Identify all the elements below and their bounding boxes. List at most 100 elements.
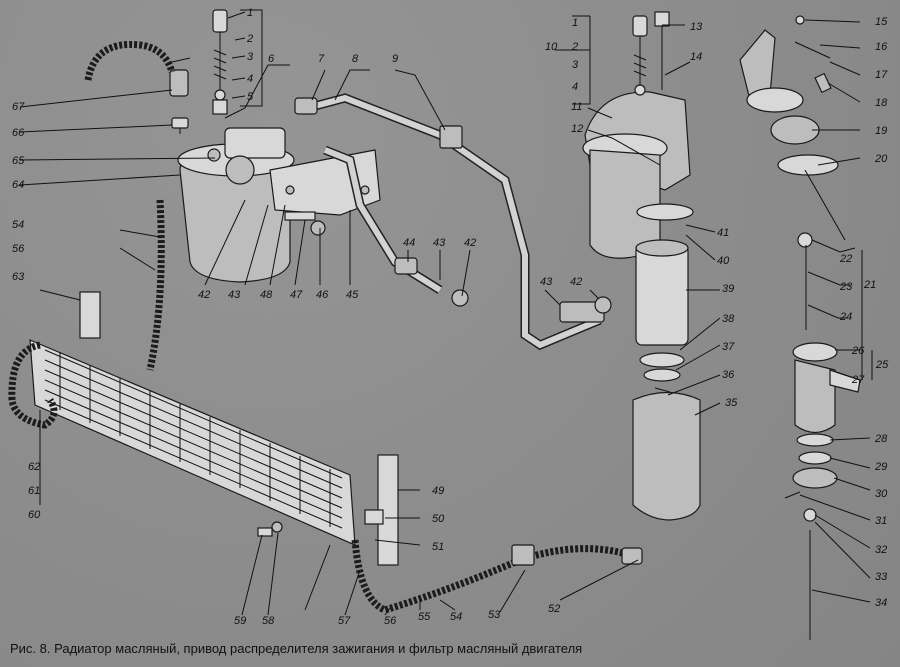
lower-shaft-34 <box>784 491 817 640</box>
filter-element-39 <box>635 239 689 346</box>
callout-53: 53 <box>488 609 501 621</box>
callout-48: 48 <box>260 289 273 301</box>
callout-44: 44 <box>403 237 415 249</box>
callout-11: 11 <box>571 101 582 113</box>
figure-caption: Рис. 8. Радиатор масляный, привод распре… <box>10 641 583 656</box>
callout-8: 8 <box>352 53 359 65</box>
callout-1b: 1 <box>572 17 578 29</box>
callout-59: 59 <box>234 615 246 627</box>
callout-3b: 3 <box>572 59 579 71</box>
drain-tap <box>169 57 191 97</box>
callout-42b: 42 <box>570 276 582 288</box>
callout-63: 63 <box>12 271 25 283</box>
callout-28: 28 <box>874 433 888 445</box>
callout-30: 30 <box>875 488 888 500</box>
radiator-hose-top <box>146 199 165 371</box>
callout-41: 41 <box>717 227 729 239</box>
callout-43c: 43 <box>228 289 241 301</box>
callout-7: 7 <box>318 53 325 65</box>
callout-46: 46 <box>316 289 329 301</box>
drive-gear-30 <box>792 433 838 489</box>
callout-32: 32 <box>875 544 887 556</box>
oil-pipe-long <box>294 93 602 351</box>
callout-47: 47 <box>290 289 303 301</box>
callout-19: 19 <box>875 125 887 137</box>
callout-10: 10 <box>545 41 558 53</box>
tap-hose <box>84 40 176 81</box>
long-bolt-13 <box>654 11 670 90</box>
callout-6: 6 <box>268 53 275 65</box>
washer-58 <box>271 521 283 533</box>
callout-56b: 56 <box>12 243 25 255</box>
callout-66: 66 <box>12 127 25 139</box>
callout-22: 22 <box>839 253 852 265</box>
callout-60: 60 <box>28 509 41 521</box>
sensor-plug <box>171 117 189 134</box>
callout-35: 35 <box>725 397 738 409</box>
callout-38: 38 <box>722 313 735 325</box>
gasket-41 <box>636 203 694 221</box>
callout-42c: 42 <box>198 289 210 301</box>
callout-17: 17 <box>875 69 888 81</box>
callout-13: 13 <box>690 21 703 33</box>
callout-2b: 2 <box>571 41 578 53</box>
callout-39: 39 <box>722 283 734 295</box>
callout-58: 58 <box>262 615 275 627</box>
callout-65: 65 <box>12 155 25 167</box>
callout-2: 2 <box>246 33 253 45</box>
gasket-37-38 <box>639 352 685 382</box>
callout-29: 29 <box>874 461 887 473</box>
callout-54a: 54 <box>450 611 462 623</box>
callout-24: 24 <box>839 311 852 323</box>
callout-27: 27 <box>851 374 865 386</box>
callout-42a: 42 <box>464 237 476 249</box>
oil-valve-assembly <box>212 9 228 115</box>
filter-head <box>582 91 691 259</box>
drive-shaft-21 <box>797 232 813 330</box>
callout-45: 45 <box>346 289 359 301</box>
callout-9: 9 <box>392 53 398 65</box>
callout-55: 55 <box>418 611 431 623</box>
cooler-bracket-left <box>79 291 101 339</box>
callout-33: 33 <box>875 571 888 583</box>
bolt-59 <box>257 527 273 537</box>
callout-49: 49 <box>432 485 444 497</box>
distributor-drive-housing <box>739 29 846 241</box>
callout-64: 64 <box>12 179 24 191</box>
callout-21: 21 <box>863 279 876 291</box>
callout-50: 50 <box>432 513 445 525</box>
callout-34: 34 <box>875 597 887 609</box>
callout-67: 67 <box>12 101 25 113</box>
callout-3: 3 <box>247 51 254 63</box>
radiator-hose-bottom <box>351 539 632 614</box>
callout-31: 31 <box>875 515 887 527</box>
oil-pipe-short <box>323 145 469 307</box>
radiator-hose-left <box>8 341 58 429</box>
callout-54b: 54 <box>12 219 24 231</box>
callout-43a: 43 <box>433 237 446 249</box>
hose-end-52 <box>621 547 643 565</box>
callout-37: 37 <box>722 341 735 353</box>
filter-casing-35 <box>632 391 701 521</box>
callout-52: 52 <box>548 603 560 615</box>
callout-23: 23 <box>839 281 853 293</box>
small-parts-15-18 <box>794 15 832 94</box>
callout-16: 16 <box>875 41 888 53</box>
callout-43b: 43 <box>540 276 553 288</box>
callout-labels: 1 2 3 4 5 6 7 8 9 1 2 3 4 10 11 12 13 14… <box>12 7 889 627</box>
callout-1: 1 <box>247 7 253 19</box>
callout-20: 20 <box>874 153 888 165</box>
bracket-bolt <box>284 211 326 236</box>
callout-5: 5 <box>247 91 254 103</box>
callout-15: 15 <box>875 16 888 28</box>
callout-56a: 56 <box>384 615 397 627</box>
callout-36: 36 <box>722 369 735 381</box>
callout-26: 26 <box>851 345 865 357</box>
callout-62: 62 <box>28 461 40 473</box>
bolt-50 <box>364 509 384 525</box>
pipe-fitting-right <box>559 296 612 323</box>
callout-18: 18 <box>875 97 888 109</box>
leader-lines <box>19 9 873 616</box>
oil-cooler-radiator <box>29 339 356 546</box>
